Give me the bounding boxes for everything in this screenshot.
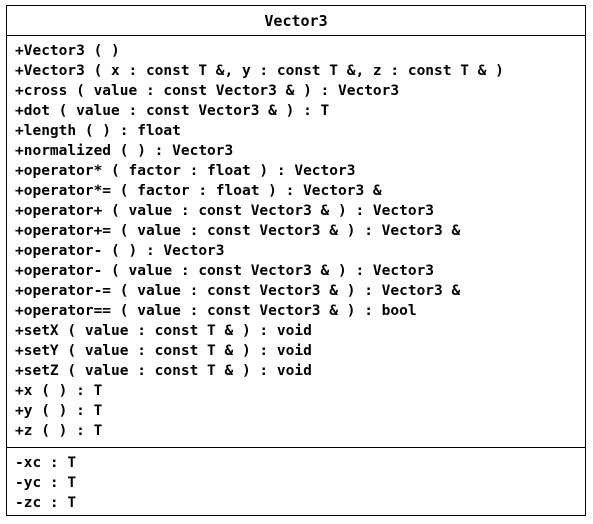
method-row: +operator- ( value : const Vector3 & ) :… bbox=[15, 263, 435, 279]
method-row: +Vector3 ( ) bbox=[15, 43, 120, 59]
attribute-row: -yc : T bbox=[15, 475, 77, 491]
method-row: +operator+= ( value : const Vector3 & ) … bbox=[15, 223, 461, 239]
method-row: +normalized ( ) : Vector3 bbox=[15, 143, 234, 159]
method-row: +x ( ) : T bbox=[15, 383, 103, 399]
methods-compartment: +Vector3 ( ) +Vector3 ( x : const T &, y… bbox=[7, 36, 585, 448]
method-row: +operator- ( ) : Vector3 bbox=[15, 243, 225, 259]
method-row: +setX ( value : const T & ) : void bbox=[15, 323, 312, 339]
attribute-row: -zc : T bbox=[15, 495, 77, 511]
method-row: +cross ( value : const Vector3 & ) : Vec… bbox=[15, 83, 400, 99]
method-row: +length ( ) : float bbox=[15, 123, 181, 139]
method-row: +operator*= ( factor : float ) : Vector3… bbox=[15, 183, 382, 199]
class-name: Vector3 bbox=[7, 6, 585, 36]
method-row: +operator== ( value : const Vector3 & ) … bbox=[15, 303, 417, 319]
attributes-compartment: -xc : T -yc : T -zc : T bbox=[7, 448, 585, 513]
attribute-row: -xc : T bbox=[15, 455, 77, 471]
method-row: +y ( ) : T bbox=[15, 403, 103, 419]
method-row: +operator-= ( value : const Vector3 & ) … bbox=[15, 283, 461, 299]
method-row: +operator+ ( value : const Vector3 & ) :… bbox=[15, 203, 435, 219]
method-row: +operator* ( factor : float ) : Vector3 bbox=[15, 163, 356, 179]
method-row: +setY ( value : const T & ) : void bbox=[15, 343, 312, 359]
method-row: +dot ( value : const Vector3 & ) : T bbox=[15, 103, 330, 119]
method-row: +setZ ( value : const T & ) : void bbox=[15, 363, 312, 379]
uml-class-box: Vector3 +Vector3 ( ) +Vector3 ( x : cons… bbox=[6, 5, 586, 516]
method-row: +z ( ) : T bbox=[15, 423, 103, 439]
method-row: +Vector3 ( x : const T &, y : const T &,… bbox=[15, 63, 504, 79]
